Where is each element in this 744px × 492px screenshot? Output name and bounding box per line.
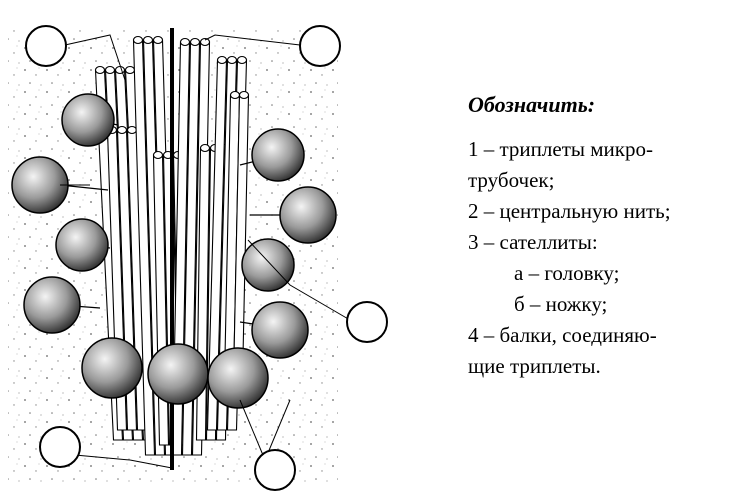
label-circle-bottom-left (39, 426, 81, 468)
microtubule-end (152, 150, 164, 160)
label-circle-bottom-right (254, 449, 296, 491)
legend-item-3: 3 – сателлиты: (468, 230, 598, 254)
microtubule-end (126, 125, 138, 135)
legend: Обозначить: 1 – триплеты микро- трубочек… (468, 92, 744, 382)
satellite-heads (11, 93, 337, 409)
legend-item-4-cont: щие триплеты. (468, 354, 601, 378)
legend-item-2: 2 – центральную нить; (468, 199, 671, 223)
microtubule-end (104, 65, 116, 75)
microtubule-end (199, 37, 211, 47)
microtubule-end (189, 37, 201, 47)
microtubule-end (226, 55, 238, 65)
label-circle-top-left (25, 25, 67, 67)
microtubule-end (94, 65, 106, 75)
microtubule-end (236, 55, 248, 65)
microtubule-end (124, 65, 136, 75)
microtubule-end (216, 55, 228, 65)
legend-title: Обозначить: (468, 92, 596, 117)
microtubule-end (179, 37, 191, 47)
basal-body-diagram (8, 25, 388, 491)
microtubule-end (142, 35, 154, 45)
microtubule-end (229, 90, 241, 100)
label-circle-top-right (299, 25, 341, 67)
microtubule-end (238, 90, 250, 100)
microtubule-end (199, 143, 211, 153)
legend-item-1-cont: трубочек; (468, 168, 555, 192)
label-circles (25, 25, 388, 491)
label-circle-right (346, 301, 388, 343)
microtubule-end (152, 35, 164, 45)
legend-item-4: 4 – балки, соединяю- (468, 323, 657, 347)
legend-item-3b: б – ножку; (514, 292, 608, 316)
legend-item-3a: а – головку; (514, 261, 620, 285)
legend-item-1: 1 – триплеты микро- (468, 137, 653, 161)
microtubule-end (114, 65, 126, 75)
microtubule-end (132, 35, 144, 45)
microtubule-end (116, 125, 128, 135)
